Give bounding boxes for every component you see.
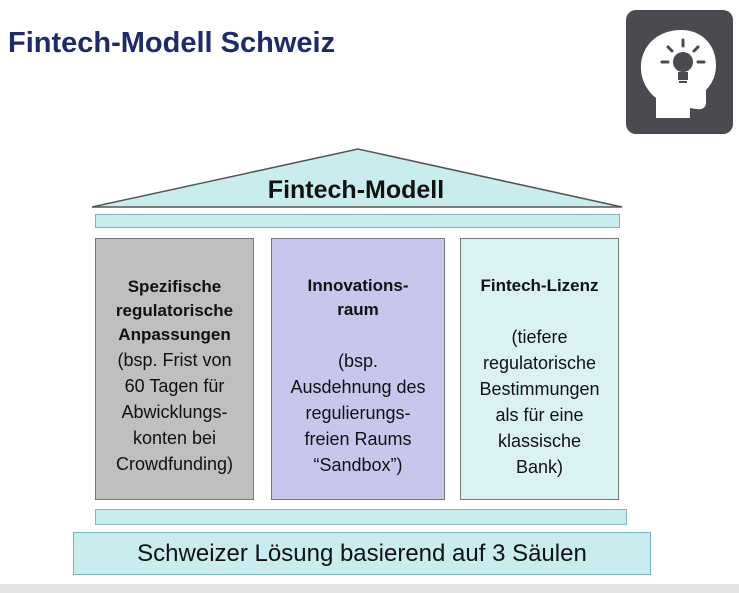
lightbulb-head-icon (626, 10, 733, 134)
roof-triangle (91, 148, 623, 208)
pillar-innovationsraum: Innovations- raum (bsp. Ausdehnung des r… (271, 238, 445, 500)
bottom-beam (95, 509, 627, 525)
pillar-heading: Innovations- raum (307, 276, 409, 319)
bottom-strip (0, 584, 739, 593)
pillar-body: (bsp. Frist von 60 Tagen für Abwicklungs… (115, 350, 234, 474)
roof-label: Fintech-Modell (267, 176, 445, 204)
pillar-heading: Fintech-Lizenz (480, 276, 599, 295)
pillar-body: (tiefere regulatorische Bestimmungen als… (479, 327, 600, 477)
pillar-fintech-lizenz: Fintech-Lizenz (tiefere regulatorische B… (460, 238, 619, 500)
pillar-body: (bsp. Ausdehnung des regulierungs- freie… (290, 351, 426, 475)
page-title: Fintech-Modell Schweiz (8, 27, 336, 59)
base-label: Schweizer Lösung basierend auf 3 Säulen (73, 532, 651, 575)
pillar-spezifische-anpassungen: Spezifische regulatorische Anpassungen (… (95, 238, 254, 500)
pillar-heading: Spezifische regulatorische Anpassungen (115, 277, 234, 344)
top-beam (95, 214, 620, 228)
